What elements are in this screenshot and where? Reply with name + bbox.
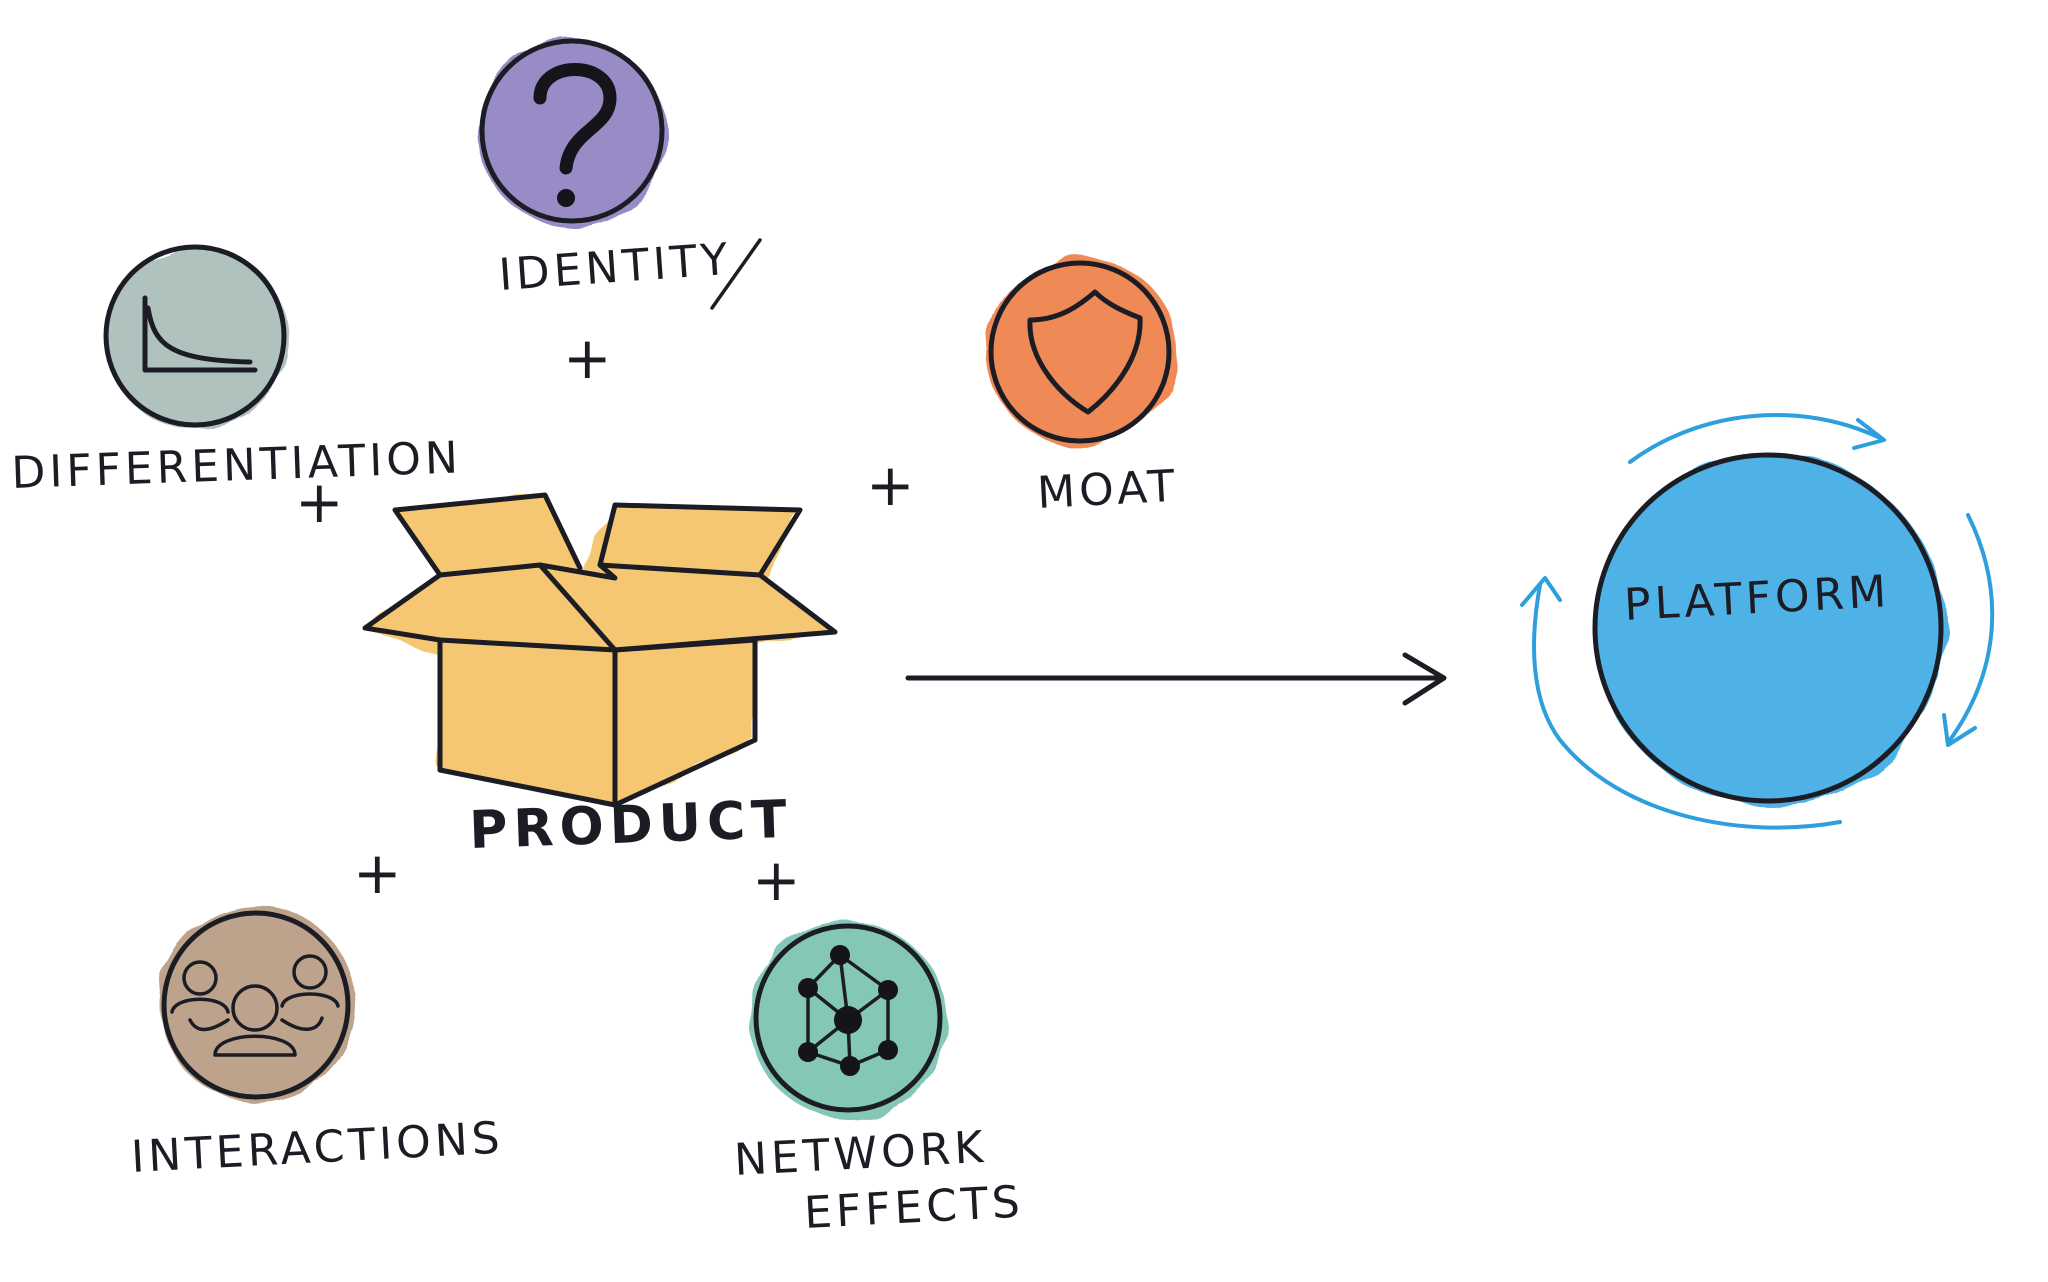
- identity-node: IDENTITY: [478, 38, 762, 310]
- moat-node: MOAT: [987, 257, 1180, 519]
- moat-label: MOAT: [1036, 461, 1180, 519]
- platform-circle: [1594, 454, 1946, 806]
- platform-node: PLATFORM: [1520, 413, 1995, 830]
- differentiation-circle: [105, 246, 289, 430]
- open-cardboard-box-icon: [362, 492, 838, 808]
- network-nodes-icon: [798, 945, 898, 1076]
- interactions-node: INTERACTIONS: [130, 907, 505, 1183]
- question-mark-icon: [533, 63, 617, 207]
- network-effects-label-line1: NETWORK: [733, 1122, 988, 1186]
- interactions-label: INTERACTIONS: [130, 1113, 505, 1183]
- product-node: PRODUCT: [362, 492, 838, 861]
- declining-curve-chart-icon: [142, 295, 258, 373]
- moat-circle: [987, 257, 1177, 447]
- differentiation-label: DIFFERENTIATION: [11, 432, 463, 499]
- interactions-circle: [160, 907, 356, 1103]
- product-label: PRODUCT: [468, 790, 793, 861]
- plus-differentiation: +: [295, 468, 348, 536]
- plus-identity: +: [563, 324, 616, 392]
- plus-interactions: +: [353, 839, 406, 907]
- people-group-icon: [170, 954, 340, 1057]
- plus-moat: +: [866, 451, 919, 519]
- circular-arrows-icon: [1520, 413, 1995, 830]
- differentiation-node: DIFFERENTIATION: [11, 244, 463, 499]
- network-effects-node: NETWORK EFFECTS: [733, 922, 1025, 1239]
- network-effects-label-line2: EFFECTS: [803, 1177, 1025, 1239]
- identity-label: IDENTITY: [497, 234, 733, 301]
- shield-icon: [1027, 289, 1143, 415]
- plus-network-effects: +: [752, 846, 805, 914]
- identity-circle: [478, 39, 666, 227]
- right-arrow-icon: [905, 652, 1447, 706]
